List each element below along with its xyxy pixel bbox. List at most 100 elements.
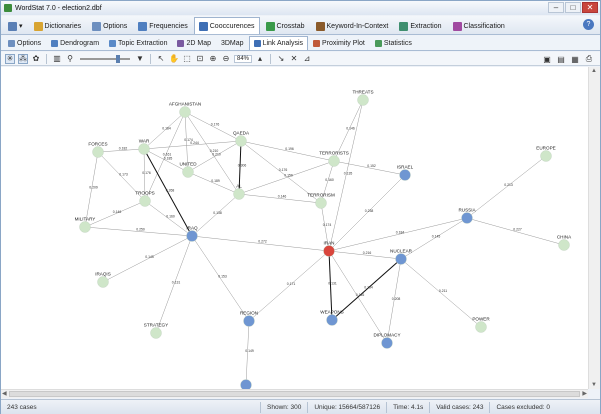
graph-node[interactable] — [182, 166, 194, 178]
tab-kwic[interactable]: Keyword-In-Context — [311, 17, 394, 34]
graph-node[interactable] — [475, 321, 487, 333]
arrange-icon[interactable]: ⁂ — [18, 53, 28, 64]
layout-icon[interactable]: ✳ — [5, 53, 15, 64]
graph-edge[interactable] — [97, 151, 146, 202]
graph-node[interactable] — [461, 212, 473, 224]
graph-node[interactable] — [235, 135, 247, 147]
graph-edge[interactable] — [184, 111, 242, 142]
graph-node[interactable] — [138, 143, 150, 155]
funnel-icon[interactable]: ▼ — [136, 54, 144, 63]
threshold-slider[interactable] — [80, 54, 130, 63]
scroll-right-icon[interactable]: ▶ — [582, 391, 587, 397]
graph-node[interactable] — [540, 150, 552, 162]
graph-edge[interactable] — [320, 160, 335, 204]
graph-edge[interactable] — [143, 148, 146, 202]
graph-edge[interactable] — [143, 140, 242, 150]
network-graph[interactable]: 0.1840.1760.1740.2100.1610.2440.1850.176… — [1, 67, 588, 391]
graph-node[interactable] — [233, 188, 245, 200]
columns-icon[interactable]: ▥ — [53, 54, 61, 63]
graph-edge[interactable] — [143, 148, 189, 173]
zoom-dropdown-icon[interactable]: ▴ — [258, 54, 263, 63]
export-icon[interactable]: ▦ — [571, 54, 579, 64]
save-icon[interactable]: ▣ — [543, 54, 551, 64]
graph-edge[interactable] — [143, 148, 193, 237]
menu-dropdown-button[interactable]: ▾ — [3, 17, 28, 34]
graph-edge[interactable] — [400, 217, 468, 260]
pan-icon[interactable]: ✋ — [169, 54, 179, 63]
graph-edge[interactable] — [248, 250, 330, 322]
graph-node[interactable] — [92, 146, 104, 158]
graph-node[interactable] — [558, 239, 570, 251]
graph-edge[interactable] — [320, 202, 330, 252]
tab-dictionaries[interactable]: Dictionaries — [29, 17, 87, 34]
graph-node[interactable] — [395, 253, 407, 265]
graph-node[interactable] — [328, 155, 340, 167]
graph-edge[interactable] — [386, 258, 402, 344]
graph-edge[interactable] — [240, 140, 322, 204]
graph-node[interactable] — [139, 195, 151, 207]
graph-node[interactable] — [243, 315, 255, 327]
cross-icon[interactable]: ✕ — [290, 54, 298, 63]
graph-node[interactable] — [381, 337, 393, 349]
graph-edge[interactable] — [328, 250, 333, 321]
graph-edge[interactable] — [328, 174, 406, 252]
scroll-thumb[interactable] — [9, 391, 580, 397]
zoom-in-icon[interactable]: ⊕ — [209, 54, 217, 63]
graph-edge[interactable] — [331, 258, 402, 321]
graph-edge[interactable] — [466, 155, 547, 219]
graph-edge[interactable] — [84, 151, 99, 228]
pointer-icon[interactable]: ↖ — [157, 54, 165, 63]
graph-node[interactable] — [323, 245, 335, 257]
graph-edge[interactable] — [328, 99, 364, 252]
close-icon[interactable]: ✕ — [582, 2, 598, 13]
graph-edge[interactable] — [328, 250, 402, 260]
graph-node[interactable] — [240, 379, 252, 391]
graph-edge[interactable] — [333, 160, 406, 176]
graph-edge[interactable] — [240, 140, 335, 162]
graph-node[interactable] — [399, 169, 411, 181]
graph-edge[interactable] — [144, 111, 186, 202]
graph-edge[interactable] — [187, 171, 240, 195]
vertical-scrollbar[interactable]: ▲ ▼ — [588, 67, 600, 389]
subtab-3d-map[interactable]: 3DMap — [216, 36, 249, 50]
tab-options[interactable]: Options — [87, 17, 132, 34]
tab-cooccurences[interactable]: Cooccurences — [193, 17, 260, 34]
tab-crosstab[interactable]: Crosstab — [261, 17, 310, 34]
graph-edge[interactable] — [245, 320, 250, 386]
graph-edge[interactable] — [84, 226, 193, 237]
graph-edge[interactable] — [191, 193, 240, 237]
scroll-up-icon[interactable]: ▲ — [591, 68, 597, 74]
copy-icon[interactable]: ▤ — [557, 54, 565, 64]
print-icon[interactable]: ⎙ — [585, 54, 593, 63]
filter-icon[interactable]: ⚲ — [67, 54, 73, 63]
horizontal-scrollbar[interactable]: ◀ ▶ — [1, 389, 588, 398]
tab-frequencies[interactable]: Frequencies — [133, 17, 193, 34]
link-tool-icon[interactable]: ↘ — [277, 54, 285, 63]
help-icon[interactable]: ? — [583, 19, 594, 30]
subtab-options[interactable]: Options — [3, 36, 46, 50]
graph-edge[interactable] — [466, 217, 565, 246]
graph-node[interactable] — [186, 230, 198, 242]
scroll-down-icon[interactable]: ▼ — [591, 382, 597, 388]
scroll-left-icon[interactable]: ◀ — [2, 391, 7, 397]
graph-edge[interactable] — [97, 148, 145, 153]
graph-edge[interactable] — [238, 193, 322, 204]
subtab-statistics[interactable]: Statistics — [370, 36, 417, 50]
subtab-link-analysis[interactable]: Link Analysis — [248, 36, 309, 50]
graph-edge[interactable] — [191, 235, 330, 252]
graph-edge[interactable] — [238, 140, 242, 195]
graph-node[interactable] — [315, 197, 327, 209]
tab-extraction[interactable]: Extraction — [394, 17, 446, 34]
graph-edge[interactable] — [84, 200, 146, 228]
minimize-icon[interactable]: – — [548, 2, 564, 13]
graph-node[interactable] — [97, 276, 109, 288]
maximize-icon[interactable]: □ — [565, 2, 581, 13]
graph-edge[interactable] — [184, 111, 189, 173]
graph-edge[interactable] — [191, 235, 250, 322]
subtab-dendrogram[interactable]: Dendrogram — [46, 36, 104, 50]
subtab-proximity-plot[interactable]: Proximity Plot — [308, 36, 370, 50]
graph-edge[interactable] — [102, 235, 193, 283]
slider-knob[interactable] — [116, 54, 120, 63]
graph-edge[interactable] — [144, 200, 193, 237]
